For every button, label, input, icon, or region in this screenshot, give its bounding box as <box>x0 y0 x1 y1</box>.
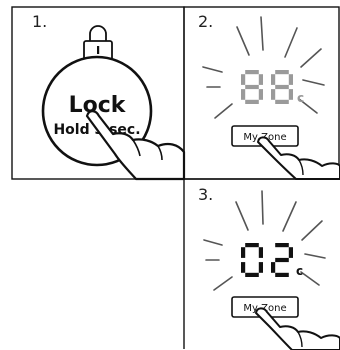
digit-segment <box>259 262 263 273</box>
digit-segment <box>259 74 263 85</box>
digit-segment <box>289 247 293 258</box>
unit-label: c <box>296 264 303 278</box>
blinking-rays <box>204 191 325 290</box>
digit-segment <box>241 247 245 258</box>
hand-pointer-icon <box>258 137 340 179</box>
seven-segment-digits <box>241 243 293 277</box>
digit-segment <box>245 100 259 104</box>
step-2-number: 2. <box>198 12 213 31</box>
digit-segment <box>275 273 289 277</box>
digit-segment <box>245 85 259 89</box>
digit-segment <box>289 89 293 100</box>
digit-segment <box>241 74 245 85</box>
step-1: 1. Lock Hold 3 sec. <box>32 12 184 179</box>
digit-segment <box>289 74 293 85</box>
digit-segment <box>271 262 275 273</box>
digit-segment <box>259 89 263 100</box>
step-1-number: 1. <box>32 12 47 31</box>
digit-segment <box>275 70 289 74</box>
digit-segment <box>275 243 289 247</box>
blinking-rays <box>203 17 324 118</box>
digit-segment <box>245 70 259 74</box>
digit-segment <box>245 273 259 277</box>
digit-segment <box>271 89 275 100</box>
digit-segment <box>275 258 289 262</box>
step-3-number: 3. <box>198 185 213 204</box>
digit-segment <box>245 243 259 247</box>
step-2: 2. c My Zone <box>198 12 340 179</box>
digit-segment <box>275 100 289 104</box>
temperature-display: c <box>241 70 304 105</box>
digit-segment <box>271 74 275 85</box>
digit-segment <box>241 89 245 100</box>
digit-segment <box>241 262 245 273</box>
unit-label: c <box>297 91 304 105</box>
seven-segment-digits <box>241 70 293 104</box>
temperature-display: c <box>241 243 303 278</box>
digit-segment <box>259 247 263 258</box>
digit-segment <box>275 85 289 89</box>
step-3: 3. c My Zone <box>198 185 340 350</box>
